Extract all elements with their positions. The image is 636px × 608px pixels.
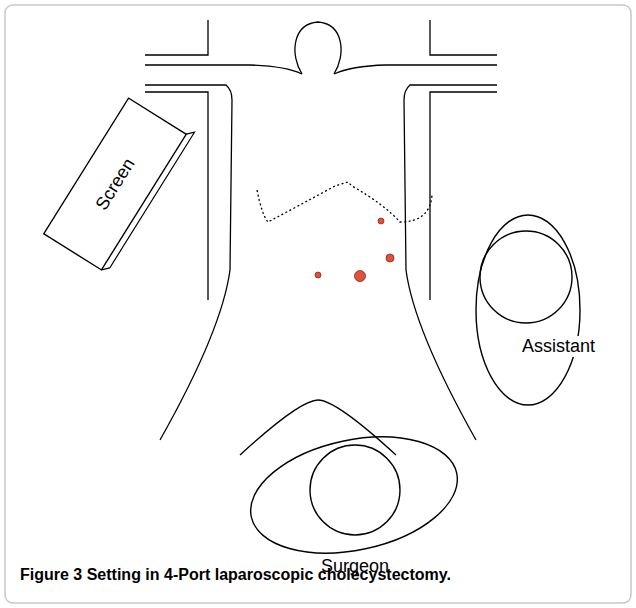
port-site [315,218,394,282]
patient-outline [145,22,497,455]
node-outline [468,210,628,410]
operating-table [145,20,497,300]
surgeon-position: Surgeon [240,430,470,580]
position-label: Assistant [520,336,597,357]
position-label: Surgeon [321,556,389,577]
frame [5,5,631,603]
assistant-position: Assistant [468,210,628,410]
screen-monitor: Screen [44,98,186,270]
costal-margin [257,182,432,222]
